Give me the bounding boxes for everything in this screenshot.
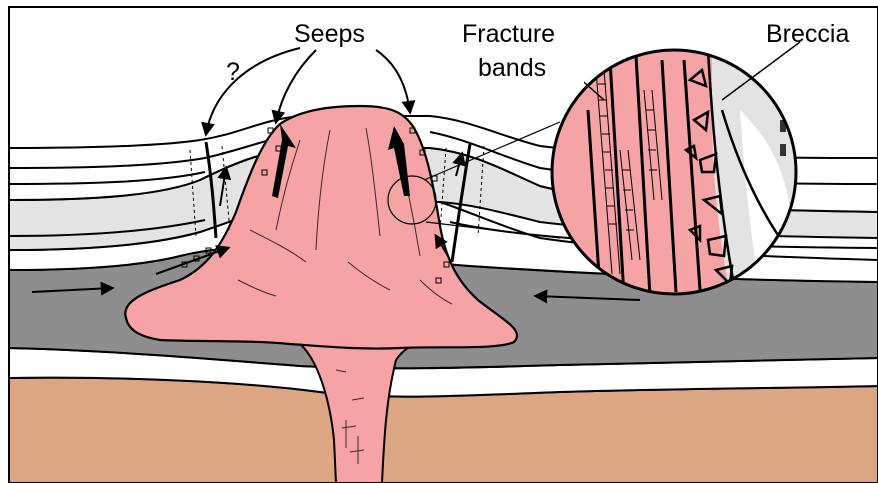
breccia-label: Breccia xyxy=(766,20,849,48)
seeps-label: Seeps xyxy=(294,20,365,48)
fracture-bands-label-line2: bands xyxy=(478,54,546,82)
fracture-bands-label-line1: Fracture xyxy=(462,20,555,48)
question-mark-label: ? xyxy=(226,58,240,86)
